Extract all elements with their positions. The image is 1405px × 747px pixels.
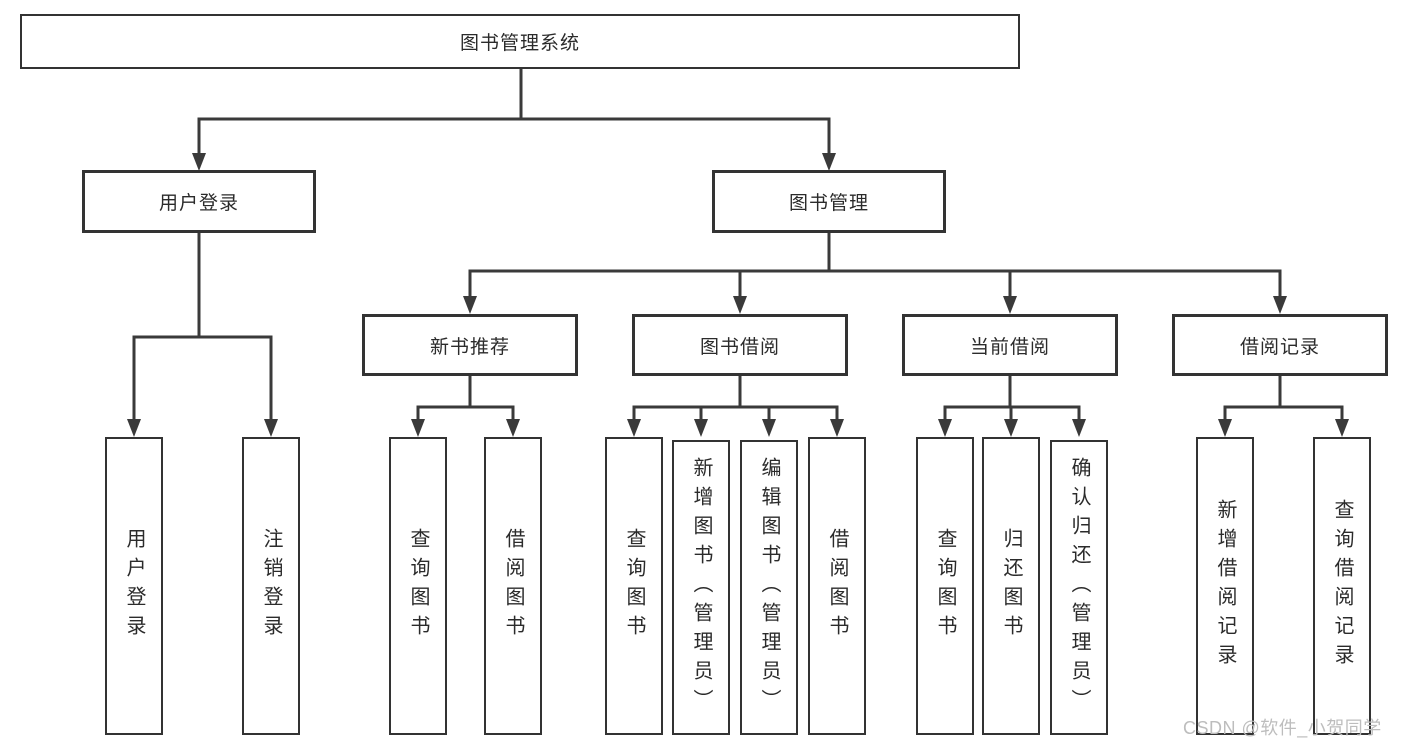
leaf-query-books-3-label: 查询图书 <box>934 528 956 644</box>
node-user-login: 用户登录 <box>82 170 316 233</box>
node-book-management-label: 图书管理 <box>788 193 869 214</box>
leaf-logout: 注销登录 <box>242 437 300 735</box>
node-borrowing-records: 借阅记录 <box>1172 314 1388 376</box>
leaf-add-borrow-record-label: 新增借阅记录 <box>1214 499 1236 673</box>
leaf-borrow-books-2-label: 借阅图书 <box>826 528 848 644</box>
leaf-edit-book-admin: 编辑图书（管理员） <box>740 440 798 735</box>
leaf-query-books-1-label: 查询图书 <box>407 528 429 644</box>
node-new-book-recommend: 新书推荐 <box>362 314 578 376</box>
node-new-book-recommend-label: 新书推荐 <box>429 336 510 358</box>
node-root-system: 图书管理系统 <box>20 14 1020 69</box>
node-book-borrowing-label: 图书借阅 <box>699 336 780 358</box>
leaf-query-books-2: 查询图书 <box>605 437 663 735</box>
leaf-return-books-label: 归还图书 <box>1000 528 1022 644</box>
leaf-query-borrow-record: 查询借阅记录 <box>1313 437 1371 735</box>
leaf-add-book-admin-label: 新增图书（管理员） <box>690 457 712 718</box>
node-book-management: 图书管理 <box>712 170 946 233</box>
leaf-borrow-books-1-label: 借阅图书 <box>502 528 524 644</box>
leaf-edit-book-admin-label: 编辑图书（管理员） <box>758 457 780 718</box>
leaf-borrow-books-1: 借阅图书 <box>484 437 542 735</box>
leaf-logout-label: 注销登录 <box>260 528 282 644</box>
node-root-label: 图书管理系统 <box>459 33 580 54</box>
node-current-borrowing: 当前借阅 <box>902 314 1118 376</box>
leaf-confirm-return-admin-label: 确认归还（管理员） <box>1068 457 1090 718</box>
leaf-user-login-label: 用户登录 <box>123 528 145 644</box>
leaf-query-books-2-label: 查询图书 <box>623 528 645 644</box>
leaf-return-books: 归还图书 <box>982 437 1040 735</box>
node-user-login-label: 用户登录 <box>158 193 239 214</box>
leaf-add-borrow-record: 新增借阅记录 <box>1196 437 1254 735</box>
node-borrowing-records-label: 借阅记录 <box>1239 336 1320 358</box>
leaf-query-borrow-record-label: 查询借阅记录 <box>1331 499 1353 673</box>
leaf-query-books-1: 查询图书 <box>389 437 447 735</box>
leaf-borrow-books-2: 借阅图书 <box>808 437 866 735</box>
csdn-watermark: CSDN @软件_小贺同学 <box>1183 718 1382 738</box>
node-book-borrowing: 图书借阅 <box>632 314 848 376</box>
leaf-query-books-3: 查询图书 <box>916 437 974 735</box>
leaf-user-login: 用户登录 <box>105 437 163 735</box>
node-current-borrowing-label: 当前借阅 <box>969 336 1050 358</box>
leaf-add-book-admin: 新增图书（管理员） <box>672 440 730 735</box>
leaf-confirm-return-admin: 确认归还（管理员） <box>1050 440 1108 735</box>
